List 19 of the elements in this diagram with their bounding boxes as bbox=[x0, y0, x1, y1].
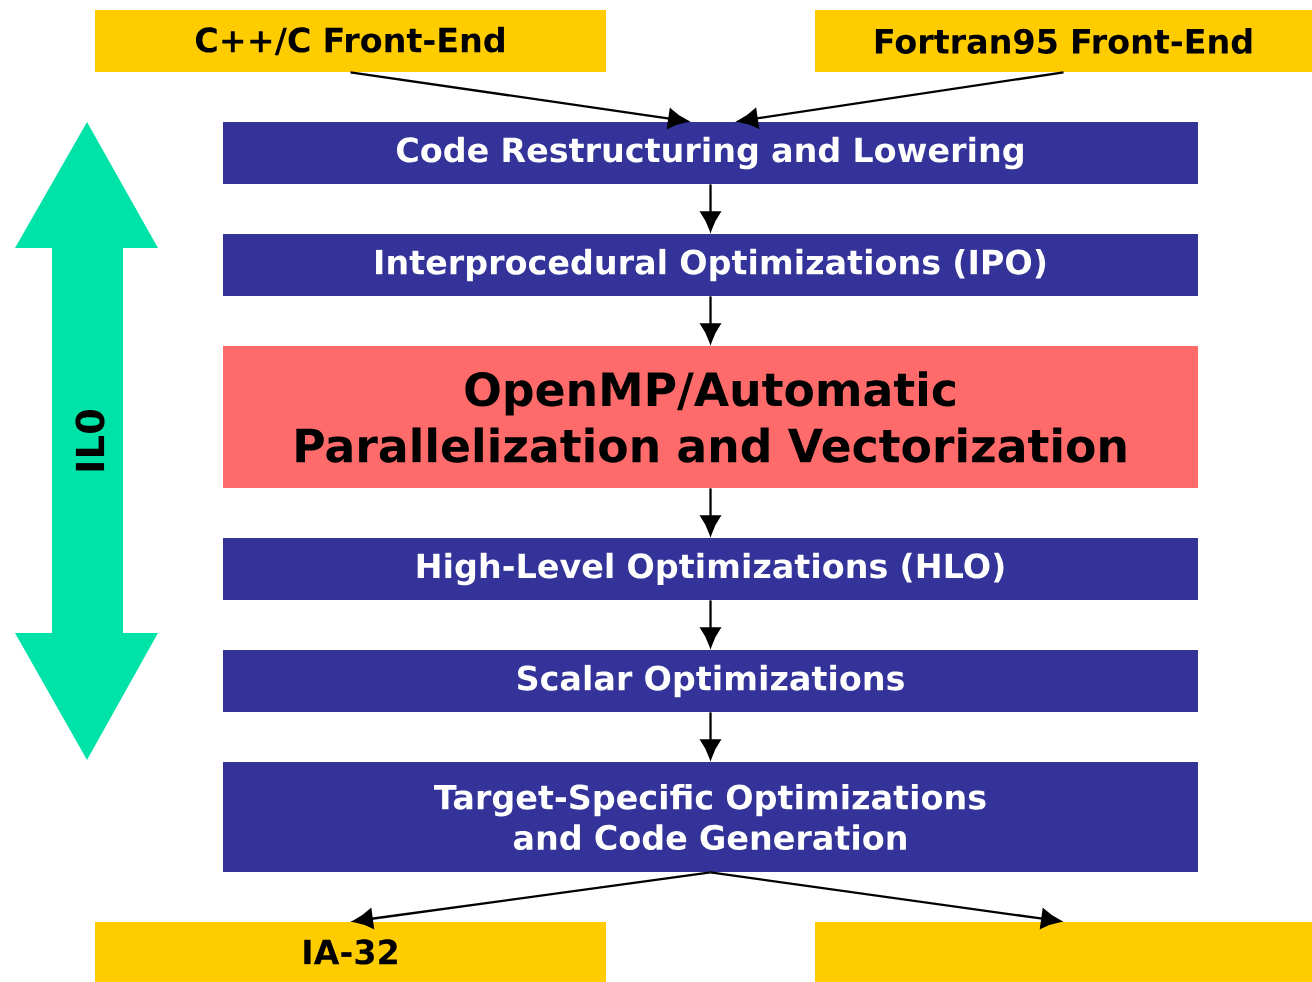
arrow bbox=[700, 712, 721, 760]
arrow bbox=[350, 71, 689, 129]
arrow bbox=[352, 871, 711, 929]
highlight-box: OpenMP/Automatic Parallelization and Vectorization bbox=[223, 346, 1198, 488]
process-box: Interprocedural Optimizations (IPO) bbox=[223, 234, 1198, 296]
input-box: C++/C Front-End bbox=[95, 10, 606, 72]
arrow bbox=[700, 184, 721, 232]
arrow bbox=[700, 600, 721, 648]
process-box: High-Level Optimizations (HLO) bbox=[223, 538, 1198, 600]
output-box bbox=[815, 922, 1312, 982]
process-box: Code Restructuring and Lowering bbox=[223, 122, 1198, 184]
process-box: Scalar Optimizations bbox=[223, 650, 1198, 712]
arrow bbox=[737, 71, 1064, 129]
arrow bbox=[700, 296, 721, 344]
process-box: Target-Specific Optimizations and Code Generation bbox=[223, 762, 1198, 872]
output-box: IA-32 bbox=[95, 922, 606, 982]
input-box: Fortran95 Front-End bbox=[815, 10, 1312, 72]
arrow bbox=[710, 871, 1062, 929]
arrow bbox=[700, 488, 721, 536]
